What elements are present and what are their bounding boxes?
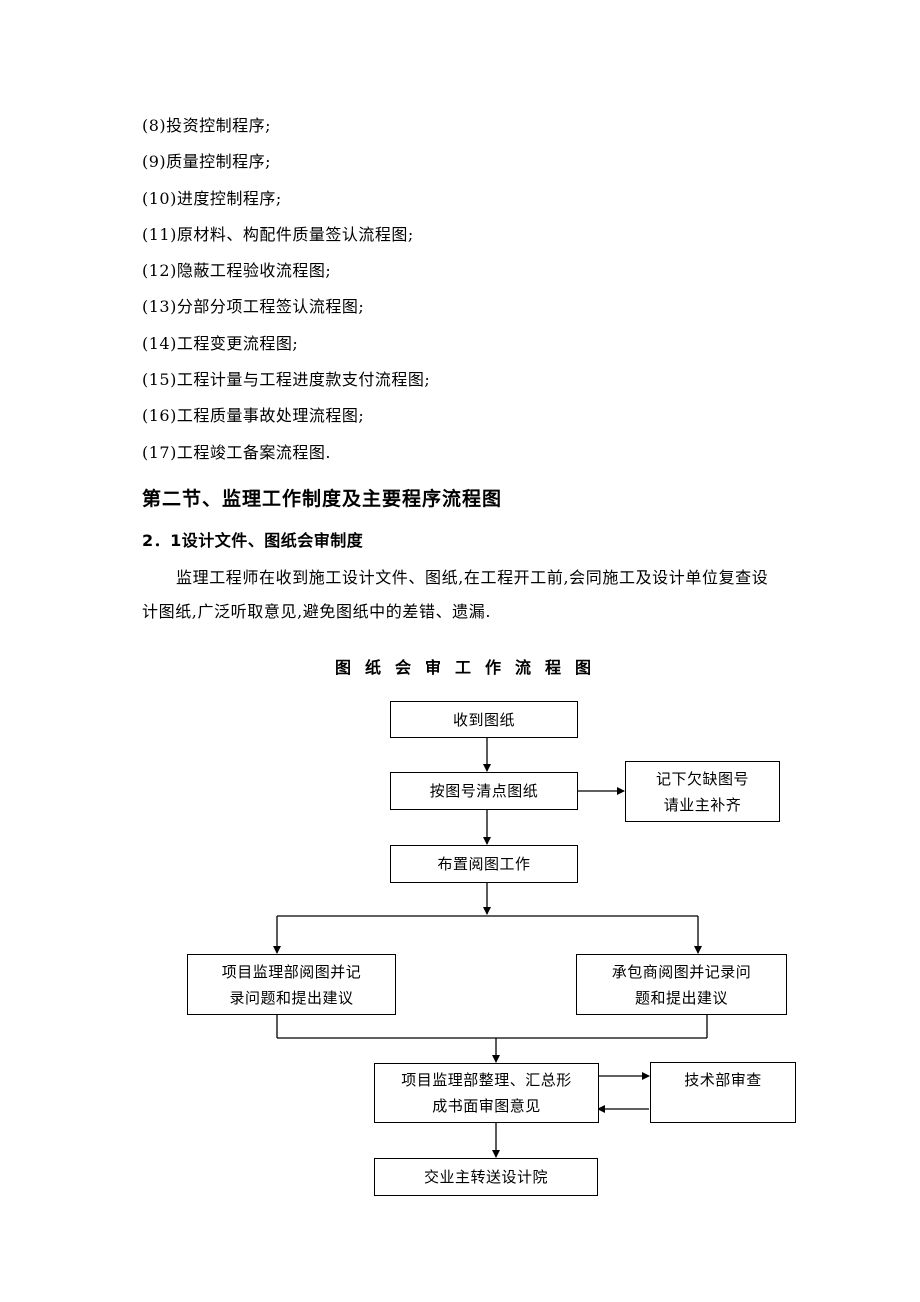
step-contractor-review: 承包商阅图并记录问 题和提出建议 [576, 954, 787, 1015]
step-label: 交业主转送设计院 [423, 1168, 548, 1186]
step-missing-drawings: 记下欠缺图号 请业主补齐 [625, 761, 780, 822]
list-item: (11)原材料、构配件质量签认流程图; [142, 224, 414, 244]
list-item: (14)工程变更流程图; [142, 333, 299, 353]
step-label: 题和提出建议 [634, 988, 728, 1007]
flowchart-title: 图纸会审工作流程图 [334, 658, 605, 677]
step-label: 项目监理部整理、汇总形 [401, 1071, 572, 1089]
step-label: 录问题和提出建议 [229, 988, 354, 1007]
list-item: (17)工程竣工备案流程图. [142, 442, 331, 462]
step-deliver-design: 交业主转送设计院 [374, 1158, 598, 1196]
step-receive-drawings: 收到图纸 [390, 701, 578, 738]
list-item: (13)分部分项工程签认流程图; [142, 297, 365, 317]
step-check-drawings: 按图号清点图纸 [390, 772, 578, 810]
section-heading: 第二节、监理工作制度及主要程序流程图 [142, 488, 503, 510]
step-label: 技术部审查 [684, 1071, 762, 1089]
step-tech-review: 技术部审查 [650, 1062, 796, 1123]
list-item: (8)投资控制程序; [142, 116, 272, 135]
step-label: 成书面审图意见 [432, 1097, 541, 1115]
step-label: 收到图纸 [452, 710, 515, 729]
step-label: 承包商阅图并记录问 [611, 962, 752, 981]
step-arrange-review: 布置阅图工作 [390, 845, 578, 883]
step-label: 请业主补齐 [663, 795, 742, 814]
step-supervision-review: 项目监理部阅图并记 录问题和提出建议 [187, 954, 396, 1015]
body-paragraph: 监理工程师在收到施工设计文件、图纸,在工程开工前,会同施工及设计单位复查设计图纸… [142, 568, 769, 621]
step-label: 布置阅图工作 [437, 855, 531, 873]
procedure-list: (8)投资控制程序; (9)质量控制程序; (10)进度控制程序; (11)原材… [142, 114, 430, 477]
step-compile-opinions: 项目监理部整理、汇总形 成书面审图意见 [374, 1063, 599, 1123]
list-item: (12)隐蔽工程验收流程图; [142, 261, 332, 281]
subsection-heading: 2．1设计文件、图纸会审制度 [142, 531, 364, 550]
step-label: 项目监理部阅图并记 [221, 962, 362, 981]
list-item: (10)进度控制程序; [142, 188, 282, 208]
list-item: (15)工程计量与工程进度款支付流程图; [142, 370, 431, 390]
list-item: (16)工程质量事故处理流程图; [142, 406, 365, 426]
list-item: (9)质量控制程序; [142, 152, 272, 172]
step-label: 记下欠缺图号 [655, 769, 749, 788]
step-label: 按图号清点图纸 [429, 782, 539, 800]
